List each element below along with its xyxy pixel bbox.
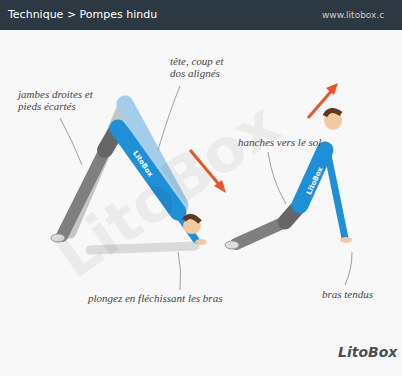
header-title: Technique > Pompes hindu <box>8 8 157 21</box>
brand-logo: LitoBox <box>338 344 397 360</box>
background <box>0 30 402 376</box>
callout-text: bras tendus <box>322 288 373 300</box>
callout-text: tête, coup et dos alignés <box>170 55 240 79</box>
header-bar <box>0 0 402 30</box>
site-url: www.litobox.c <box>322 9 384 21</box>
callout-text: plongez en fléchissant les bras <box>88 292 222 304</box>
callout-text: jambes droites et pieds écartés <box>18 88 98 112</box>
